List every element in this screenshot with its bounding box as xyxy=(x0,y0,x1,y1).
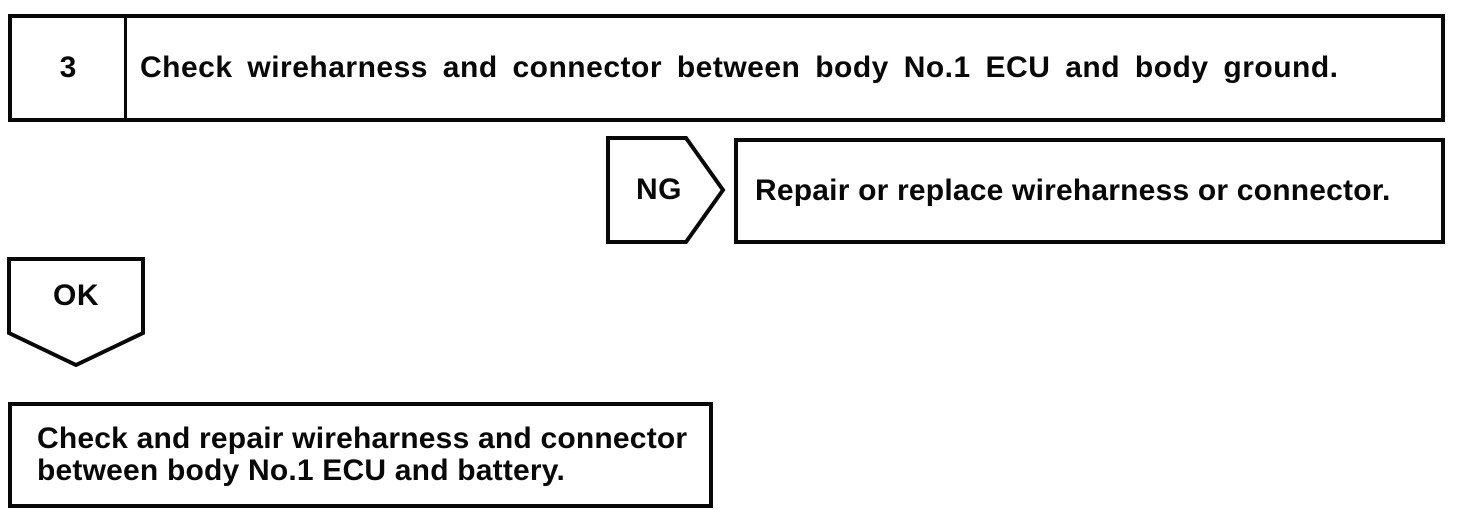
ng-action-box: Repair or replace wireharness or connect… xyxy=(734,138,1445,244)
ng-branch-arrow: NG xyxy=(606,136,727,244)
ng-label: NG xyxy=(636,173,682,206)
step-number-cell: 3 xyxy=(12,18,127,118)
ng-pentagon-icon xyxy=(606,136,726,244)
ok-action-line-1: Check and repair wireharness and connect… xyxy=(37,422,688,455)
ok-action-box: Check and repair wireharness and connect… xyxy=(8,402,713,508)
step-box: 3 Check wireharness and connector betwee… xyxy=(8,14,1445,122)
step-instruction: Check wireharness and connector between … xyxy=(140,51,1339,84)
ok-pentagon-icon xyxy=(7,257,145,367)
ng-action-text: Repair or replace wireharness or connect… xyxy=(755,174,1391,207)
step-number: 3 xyxy=(59,51,77,84)
ok-action-line-2: between body No.1 ECU and battery. xyxy=(37,454,565,487)
ok-branch-arrow: OK xyxy=(7,257,145,367)
ok-label: OK xyxy=(53,279,99,312)
